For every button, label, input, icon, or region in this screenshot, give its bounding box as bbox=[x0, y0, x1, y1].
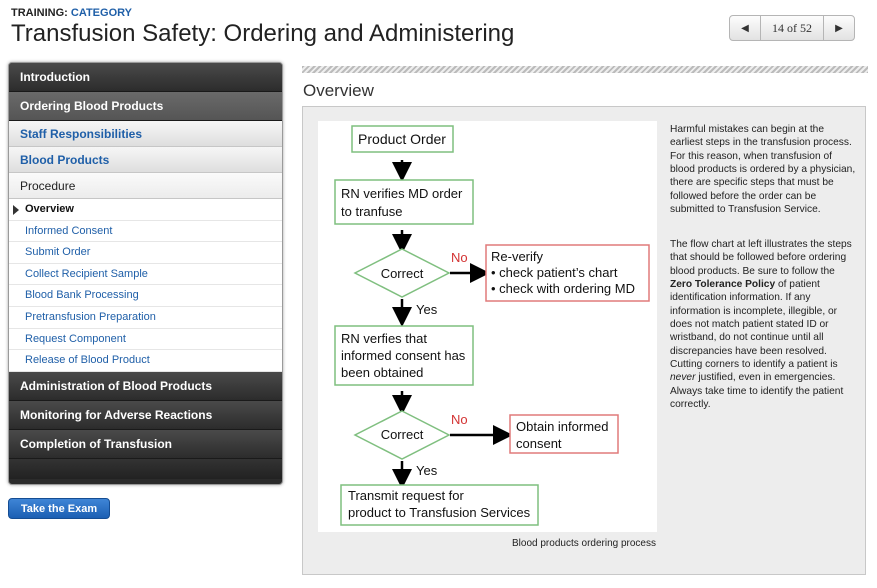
triangle-right-icon: ▶ bbox=[835, 22, 843, 34]
decision-correct-2-label: Correct bbox=[381, 427, 424, 442]
box-transmit-line1: Transmit request for bbox=[348, 488, 465, 503]
sidebar-section-monitoring[interactable]: Monitoring for Adverse Reactions bbox=[9, 400, 282, 430]
box-transmit-request bbox=[340, 484, 539, 526]
sidebar-item-informed-consent[interactable]: Informed Consent bbox=[9, 220, 282, 243]
sidebar-sub-blood-products[interactable]: Blood Products bbox=[9, 147, 282, 173]
intro-paragraph: Harmful mistakes can begin at the earlie… bbox=[670, 124, 856, 216]
no-label-2: No bbox=[451, 412, 468, 427]
flowchart-figure: Product Order RN verifies MD order to tr… bbox=[318, 121, 657, 532]
sidebar-item-submit-order[interactable]: Submit Order bbox=[9, 242, 282, 264]
sidebar-item-overview[interactable]: Overview bbox=[9, 199, 282, 221]
box-rn-consent-line1: RN verfies that bbox=[341, 331, 427, 346]
yes-label-2: Yes bbox=[416, 463, 438, 478]
box-transmit-line2: product to Transfusion Services bbox=[348, 505, 531, 520]
page-title: Transfusion Safety: Ordering and Adminis… bbox=[11, 20, 515, 47]
box-reverify bbox=[485, 244, 650, 302]
box-rn-verifies-line1: RN verifies MD order bbox=[341, 186, 463, 201]
decision-correct-1 bbox=[353, 248, 451, 298]
take-exam-button[interactable]: Take the Exam bbox=[8, 498, 110, 519]
sidebar-section-ordering[interactable]: Ordering Blood Products bbox=[9, 92, 282, 121]
sidebar-item-request-component[interactable]: Request Component bbox=[9, 328, 282, 351]
box-rn-consent-line2: informed consent has bbox=[341, 348, 466, 363]
decision-correct-2 bbox=[353, 410, 451, 460]
flowchart: Product Order RN verifies MD order to tr… bbox=[334, 125, 650, 526]
box-rn-consent bbox=[334, 325, 474, 386]
decision-correct-1-label: Correct bbox=[381, 266, 424, 281]
box-obtain-consent-line1: Obtain informed bbox=[516, 419, 609, 434]
sidebar-sub-procedure[interactable]: Procedure bbox=[9, 173, 282, 199]
yes-label-1: Yes bbox=[416, 302, 438, 317]
box-obtain-consent bbox=[509, 414, 619, 454]
policy-text-a: The flow chart at left illustrates the s… bbox=[670, 239, 852, 277]
no-label-1: No bbox=[451, 250, 468, 265]
sidebar-section-introduction[interactable]: Introduction bbox=[9, 63, 282, 92]
sidebar-item-blood-bank-processing[interactable]: Blood Bank Processing bbox=[9, 285, 282, 307]
figure-caption: Blood products ordering process bbox=[512, 538, 656, 549]
box-reverify-item1: • check patient’s chart bbox=[491, 265, 618, 280]
box-rn-consent-line3: been obtained bbox=[341, 365, 423, 380]
policy-name: Zero Tolerance Policy bbox=[670, 279, 776, 291]
policy-emphasis: never bbox=[670, 372, 696, 384]
pager: ◀ 14 of 52 ▶ bbox=[729, 15, 855, 41]
policy-text-c: justified, even in emergencies. Always t… bbox=[670, 372, 844, 411]
prev-page-button[interactable]: ◀ bbox=[730, 16, 761, 40]
box-reverify-item2: • check with ordering MD bbox=[491, 281, 635, 296]
sidebar-item-pretransfusion-preparation[interactable]: Pretransfusion Preparation bbox=[9, 306, 282, 329]
breadcrumb: TRAINING: CATEGORY bbox=[11, 7, 132, 19]
breadcrumb-category[interactable]: CATEGORY bbox=[70, 7, 133, 19]
sidebar-footer bbox=[9, 458, 282, 479]
box-product-order bbox=[351, 125, 454, 153]
box-obtain-consent-line2: consent bbox=[516, 436, 562, 451]
box-product-order-label: Product Order bbox=[358, 131, 446, 147]
sidebar-nav: Introduction Ordering Blood Products Sta… bbox=[8, 62, 283, 485]
policy-paragraph: The flow chart at left illustrates the s… bbox=[670, 238, 858, 411]
next-page-button[interactable]: ▶ bbox=[823, 16, 854, 40]
divider-stripe bbox=[302, 66, 868, 73]
sidebar-item-release-blood-product[interactable]: Release of Blood Product bbox=[9, 350, 282, 372]
policy-text-b: of patient identification information. I… bbox=[670, 279, 838, 371]
sidebar-section-administration[interactable]: Administration of Blood Products bbox=[9, 371, 282, 401]
sidebar-sub-staff-responsibilities[interactable]: Staff Responsibilities bbox=[9, 121, 282, 147]
sidebar-item-collect-sample[interactable]: Collect Recipient Sample bbox=[9, 263, 282, 286]
breadcrumb-prefix: TRAINING: bbox=[11, 7, 68, 19]
box-rn-verifies bbox=[334, 179, 474, 225]
section-title: Overview bbox=[303, 81, 374, 100]
triangle-left-icon: ◀ bbox=[741, 22, 749, 34]
box-reverify-title: Re-verify bbox=[491, 249, 544, 264]
box-rn-verifies-line2: to tranfuse bbox=[341, 204, 402, 219]
page-count: 14 of 52 bbox=[772, 20, 812, 35]
sidebar-section-completion[interactable]: Completion of Transfusion bbox=[9, 429, 282, 459]
